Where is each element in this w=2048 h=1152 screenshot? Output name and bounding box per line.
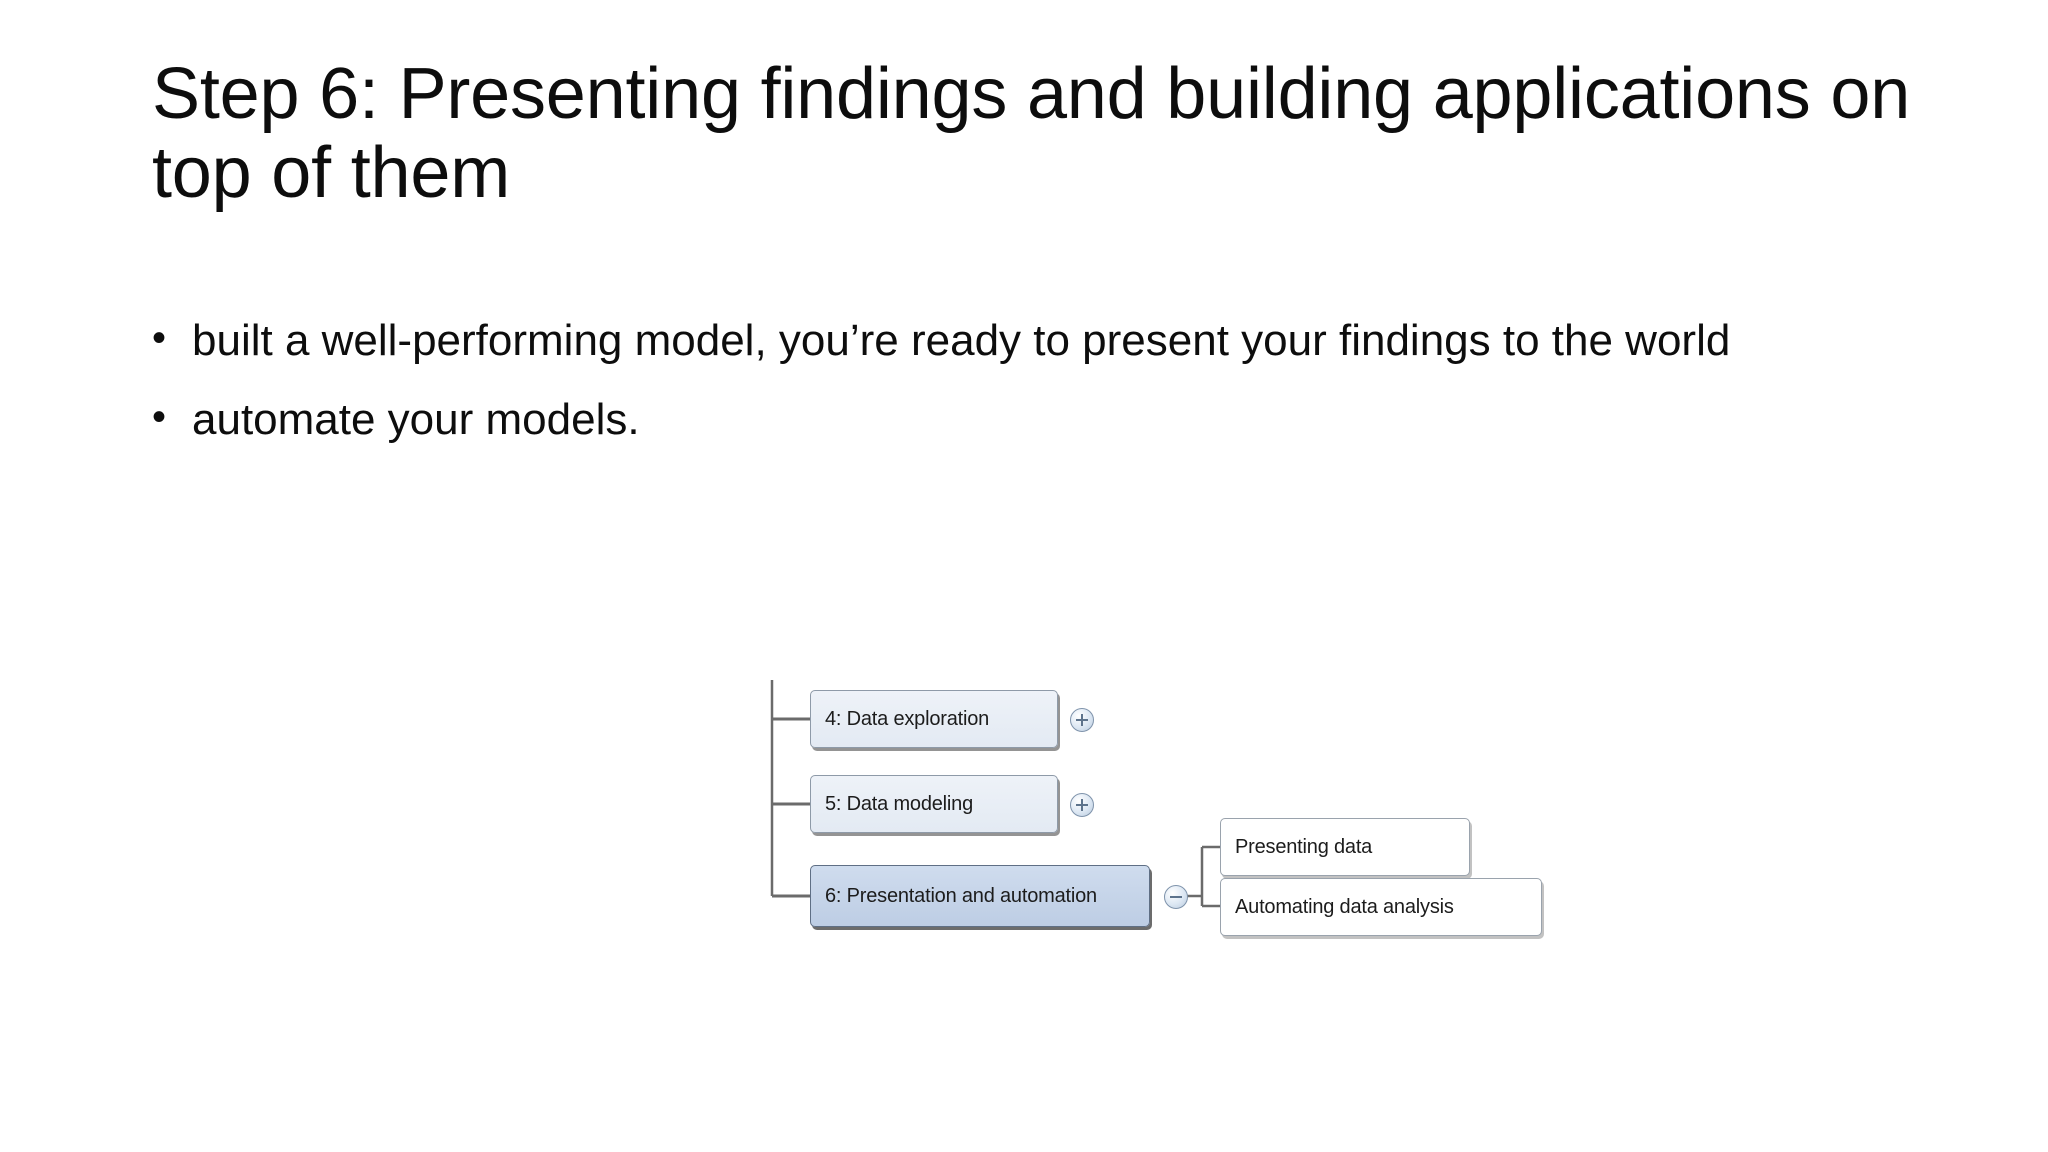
tree-node-step6[interactable]: 6: Presentation and automation xyxy=(810,865,1150,927)
bullet-marker-icon: • xyxy=(152,316,167,360)
page-title: Step 6: Presenting findings and building… xyxy=(152,54,1911,214)
tree-node-label: 5: Data modeling xyxy=(825,792,974,815)
minus-horizontal-stroke xyxy=(1170,896,1182,898)
tree-node-automating-data-analysis[interactable]: Automating data analysis xyxy=(1220,878,1542,936)
plus-vertical-stroke xyxy=(1081,714,1083,726)
plus-circle-icon[interactable] xyxy=(1070,708,1094,732)
bullet-list: • built a well-performing model, you’re … xyxy=(152,312,1882,470)
list-item: • automate your models. xyxy=(152,391,1882,448)
tree-node-step4[interactable]: 4: Data exploration xyxy=(810,690,1058,748)
mindmap-diagram: 4: Data exploration 5: Data modeling 6: … xyxy=(740,660,1600,1020)
bullet-marker-icon: • xyxy=(152,395,167,440)
tree-node-label: Automating data analysis xyxy=(1235,895,1454,918)
plus-vertical-stroke xyxy=(1081,799,1083,811)
tree-node-label: 4: Data exploration xyxy=(825,707,990,730)
tree-node-step5[interactable]: 5: Data modeling xyxy=(810,775,1058,833)
minus-circle-icon[interactable] xyxy=(1164,885,1188,909)
list-item-text: automate your models. xyxy=(192,395,640,445)
list-item-text: built a well-performing model, you’re re… xyxy=(192,316,1731,365)
tree-node-label: 6: Presentation and automation xyxy=(825,884,1097,907)
tree-node-presenting-data[interactable]: Presenting data xyxy=(1220,818,1470,876)
tree-node-label: Presenting data xyxy=(1235,835,1373,858)
tree-connectors xyxy=(770,680,1220,908)
plus-circle-icon[interactable] xyxy=(1070,793,1094,817)
list-item: • built a well-performing model, you’re … xyxy=(152,312,1882,369)
